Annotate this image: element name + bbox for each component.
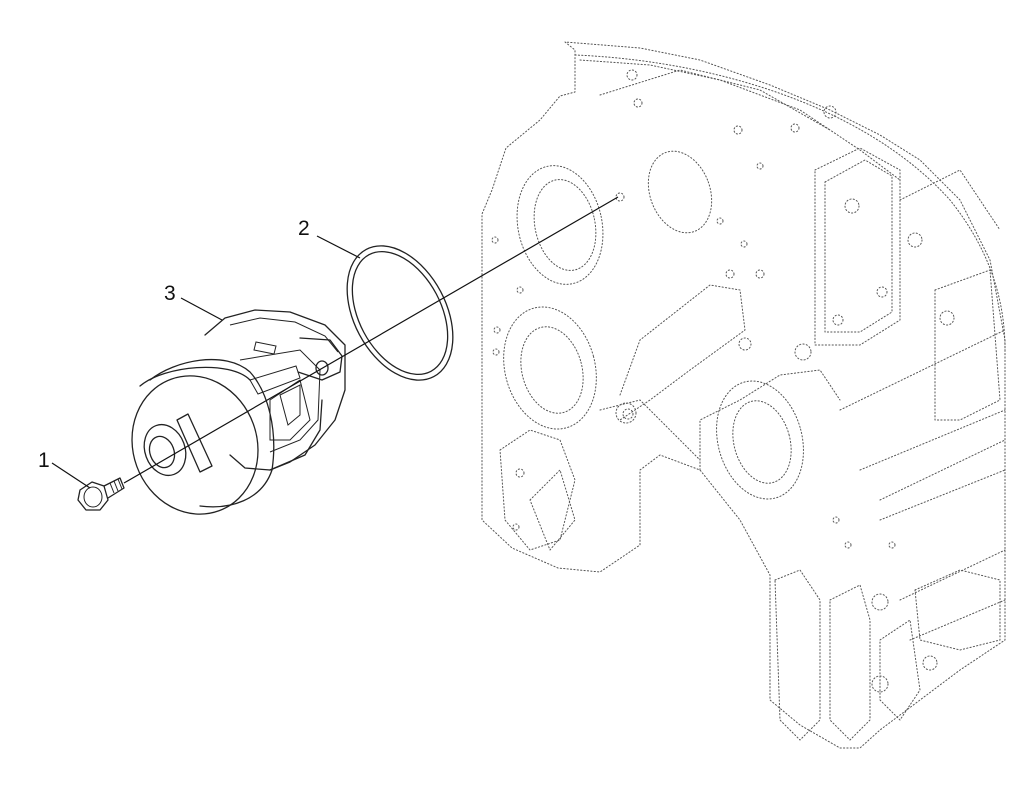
callout-2-leader bbox=[316, 235, 361, 259]
engine-block-ghost bbox=[481, 41, 1006, 749]
callout-2-label: 2 bbox=[298, 217, 310, 240]
water-pump bbox=[131, 309, 346, 515]
assembly-axis-line bbox=[123, 196, 619, 484]
callout-labels: 1 2 3 bbox=[38, 217, 310, 472]
flange-bolt bbox=[77, 477, 125, 511]
callout-3-leader bbox=[180, 297, 223, 321]
callout-3-label: 3 bbox=[164, 282, 176, 305]
callout-1-label: 1 bbox=[38, 449, 50, 472]
o-ring-gasket bbox=[346, 245, 454, 381]
callout-leaders bbox=[51, 235, 361, 489]
callout-1-leader bbox=[51, 462, 91, 489]
